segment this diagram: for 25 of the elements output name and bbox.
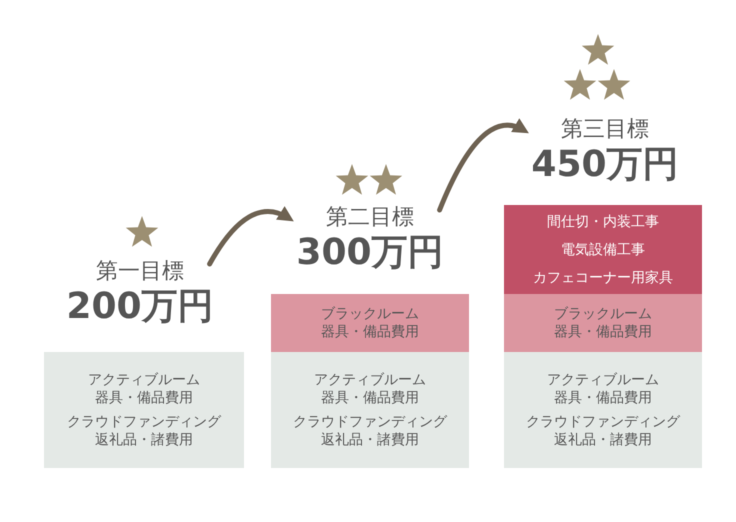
item-text: クラウドファンディング返礼品・諸費用 bbox=[292, 413, 448, 449]
item-text: クラウドファンディング返礼品・諸費用 bbox=[66, 413, 222, 449]
item-text: カフェコーナー用家具 bbox=[533, 268, 673, 288]
goal-amount: 300万円 bbox=[296, 232, 444, 274]
curved-arrow bbox=[437, 118, 530, 212]
budget-block bbox=[504, 205, 702, 294]
curved-arrow bbox=[207, 206, 294, 266]
item-text: アクティブルーム器具・備品費用 bbox=[546, 371, 660, 407]
goal-title: 第一目標 bbox=[96, 258, 184, 286]
budget-block bbox=[44, 352, 244, 468]
item-text: 電気設備工事 bbox=[561, 240, 645, 260]
goal-title: 第二目標 bbox=[326, 204, 414, 232]
goal-amount: 200万円 bbox=[66, 286, 214, 328]
item-text: アクティブルーム器具・備品費用 bbox=[87, 371, 201, 407]
item-text: ブラックルーム器具・備品費用 bbox=[553, 305, 653, 341]
goal-title: 第三目標 bbox=[561, 116, 649, 144]
budget-block bbox=[504, 294, 702, 352]
budget-block bbox=[271, 352, 469, 468]
budget-block bbox=[504, 352, 702, 468]
item-text: アクティブルーム器具・備品費用 bbox=[313, 371, 427, 407]
item-text: クラウドファンディング返礼品・諸費用 bbox=[525, 413, 682, 449]
budget-block bbox=[271, 294, 469, 352]
goal-amount: 450万円 bbox=[531, 144, 679, 186]
item-text: ブラックルーム器具・備品費用 bbox=[320, 305, 420, 341]
item-text: 間仕切・内装工事 bbox=[547, 212, 659, 232]
